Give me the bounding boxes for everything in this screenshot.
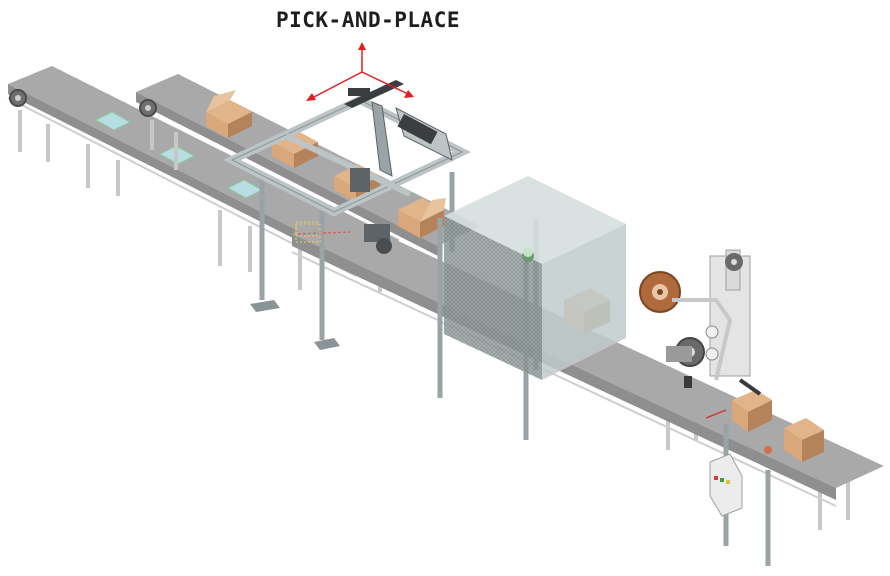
control-panel	[709, 424, 772, 566]
tape-sealer-enclosure	[437, 176, 626, 440]
diagram-title: PICK-AND-PLACE	[275, 8, 460, 32]
label-applicator	[639, 249, 762, 396]
infeed-conveyor	[7, 66, 400, 277]
axis-arrows	[306, 42, 414, 101]
pick-and-place-gantry	[222, 80, 472, 350]
